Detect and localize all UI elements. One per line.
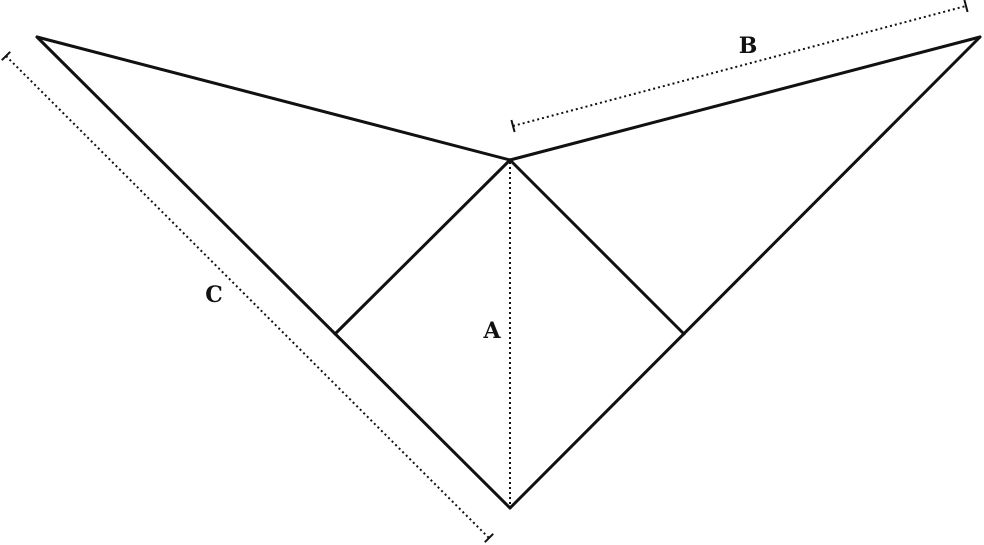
dimension-tick-b-start bbox=[510, 119, 516, 133]
dimension-tick-c-start bbox=[1, 51, 11, 61]
edge-square-upper-left bbox=[333, 158, 512, 336]
edge-square-upper-right bbox=[508, 158, 686, 336]
dimension-line-c bbox=[5, 55, 490, 539]
edge-left-top bbox=[35, 35, 512, 162]
dimension-tick-c-end bbox=[484, 533, 494, 543]
label-b: B bbox=[739, 33, 758, 59]
edge-right-top bbox=[508, 35, 982, 162]
edge-left-outer bbox=[35, 35, 512, 510]
label-a: A bbox=[482, 318, 501, 344]
dimension-line-b bbox=[512, 5, 967, 127]
dimension-tick-b-end bbox=[963, 0, 969, 13]
label-c: C bbox=[205, 282, 223, 308]
edge-right-outer bbox=[508, 35, 982, 510]
